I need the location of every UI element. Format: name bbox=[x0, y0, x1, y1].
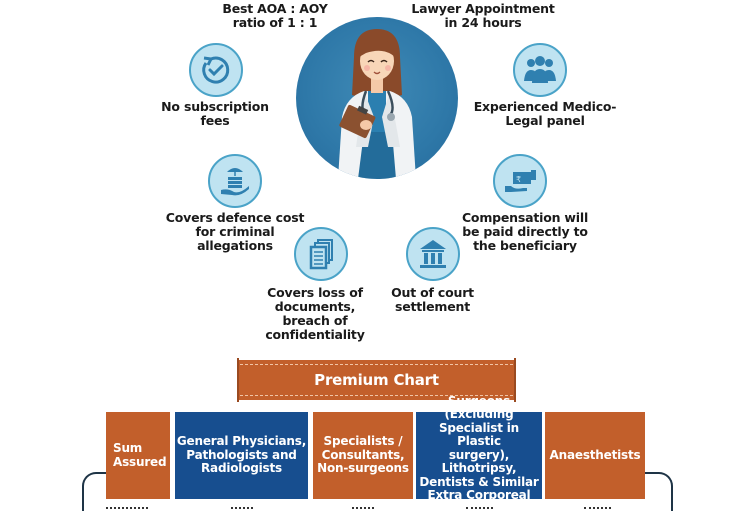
column-header-sum-assured: Sum Assured bbox=[106, 412, 170, 499]
doctor-illustration bbox=[296, 17, 458, 179]
feature-aoa-ratio: Best AOA : AOY ratio of 1 : 1 bbox=[200, 2, 350, 30]
feature-label: Best AOA : AOY ratio of 1 : 1 bbox=[222, 1, 328, 30]
value-stub bbox=[106, 507, 148, 509]
rupee-handover-icon: ₹ bbox=[505, 170, 536, 192]
feature-label: Covers defence cost for criminal allegat… bbox=[165, 210, 305, 253]
documents-icon-circle bbox=[294, 227, 348, 281]
courthouse-icon bbox=[420, 240, 446, 268]
medico-legal-icon-circle bbox=[513, 43, 567, 97]
svg-text:₹: ₹ bbox=[516, 175, 521, 184]
feature-no-subscription: No subscription fees bbox=[150, 100, 280, 128]
compensation-icon-circle: ₹ bbox=[493, 154, 547, 208]
refresh-check-icon bbox=[202, 56, 230, 84]
no-subscription-icon-circle bbox=[189, 43, 243, 97]
banner-edge bbox=[514, 358, 516, 402]
documents-icon bbox=[309, 239, 333, 270]
column-header-surgeons: Surgeons (Excluding Specialist in Plasti… bbox=[416, 394, 542, 511]
value-stub bbox=[466, 507, 493, 509]
feature-label: No subscription fees bbox=[161, 99, 269, 128]
feature-documents: Covers loss of documents, breach of conf… bbox=[250, 286, 380, 342]
feature-medico-legal: Experienced Medico- Legal panel bbox=[470, 100, 620, 128]
value-stub bbox=[231, 507, 253, 509]
premium-chart-banner: Premium Chart bbox=[237, 358, 516, 402]
feature-defence-cost: Covers defence cost for criminal allegat… bbox=[160, 211, 310, 253]
column-header-general-physicians: General Physicians, Pathologists and Rad… bbox=[175, 412, 308, 499]
right-connector-line bbox=[645, 472, 673, 511]
column-header-anaesthetists: Anaesthetists bbox=[545, 412, 645, 499]
feature-label: Experienced Medico- Legal panel bbox=[473, 99, 617, 128]
premium-values-row-clipped bbox=[0, 507, 750, 511]
feature-court-settlement: Out of court settlement bbox=[375, 286, 490, 314]
feature-lawyer-appointment: Lawyer Appointment in 24 hours bbox=[403, 2, 563, 30]
team-icon bbox=[524, 56, 556, 83]
value-stub bbox=[584, 507, 611, 509]
feature-label: Out of court settlement bbox=[391, 285, 474, 314]
umbrella-money-hand-icon bbox=[221, 168, 249, 196]
banner-edge bbox=[237, 358, 239, 402]
column-header-specialists: Specialists / Consultants, Non-surgeons bbox=[313, 412, 413, 499]
defence-cost-icon-circle bbox=[208, 154, 262, 208]
value-stub bbox=[352, 507, 374, 509]
premium-chart-title: Premium Chart bbox=[314, 371, 439, 389]
feature-label: Covers loss of documents, breach of conf… bbox=[265, 285, 365, 342]
left-connector-line bbox=[82, 472, 108, 511]
court-icon-circle bbox=[406, 227, 460, 281]
feature-label: Lawyer Appointment in 24 hours bbox=[411, 1, 555, 30]
feature-compensation: Compensation will be paid directly to th… bbox=[450, 211, 600, 253]
feature-label: Compensation will be paid directly to th… bbox=[461, 210, 589, 253]
